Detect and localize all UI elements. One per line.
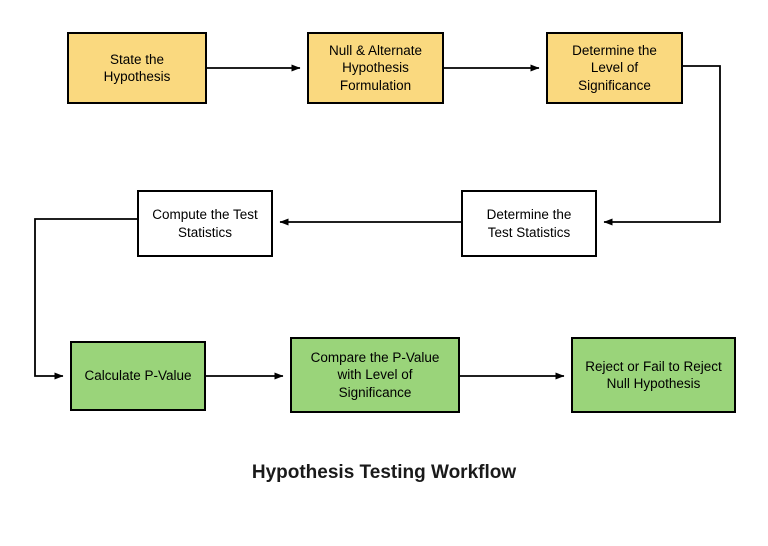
node-calculate-p-value[interactable]: Calculate P-Value — [70, 341, 206, 411]
node-null-and-alternate-hypothesis-formulation[interactable]: Null & Alternate Hypothesis Formulation — [307, 32, 444, 104]
node-state-the-hypothesis[interactable]: State the Hypothesis — [67, 32, 207, 104]
node-compute-the-test-statistics[interactable]: Compute the Test Statistics — [137, 190, 273, 257]
node-determine-the-level-of-significance[interactable]: Determine the Level of Significance — [546, 32, 683, 104]
node-compare-the-p-value-with-level-of-significance[interactable]: Compare the P-Value with Level of Signif… — [290, 337, 460, 413]
node-determine-the-test-statistics[interactable]: Determine the Test Statistics — [461, 190, 597, 257]
node-reject-or-fail-to-reject-null-hypothesis[interactable]: Reject or Fail to Reject Null Hypothesis — [571, 337, 736, 413]
diagram-title: Hypothesis Testing Workflow — [251, 462, 517, 483]
edge-compute-test-statistics-to-calculate-p-value — [34, 218, 137, 380]
edge-level-of-significance-to-determine-test-statistics — [603, 65, 721, 226]
